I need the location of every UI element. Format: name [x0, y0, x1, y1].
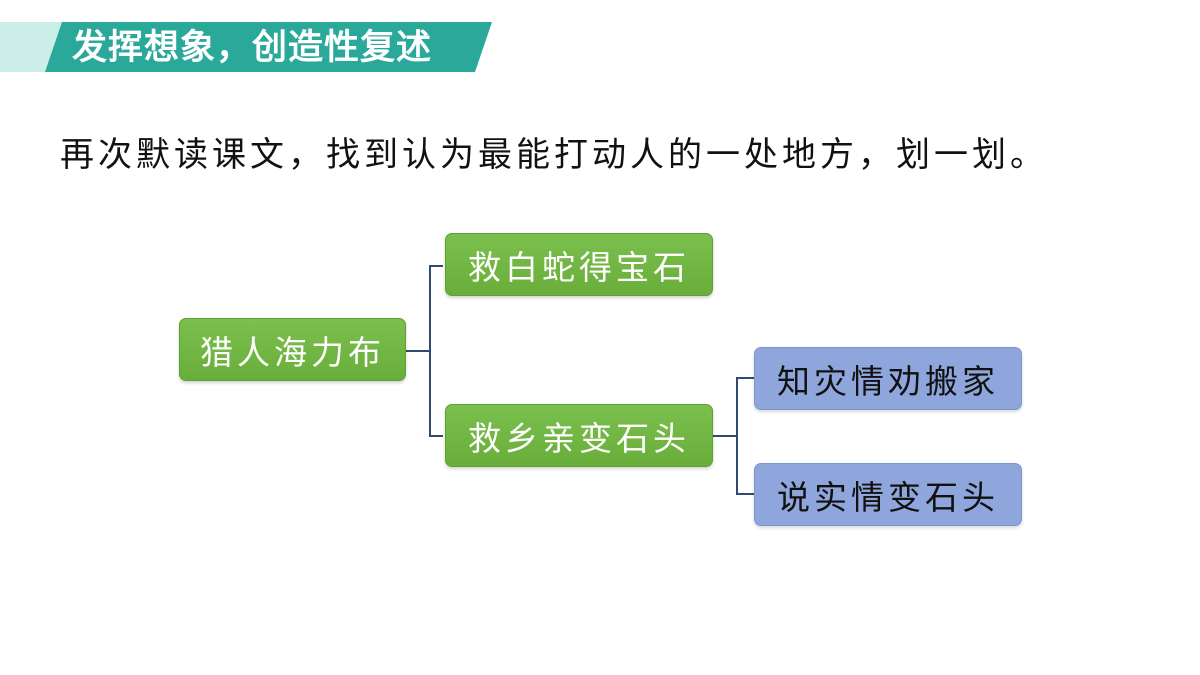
title-banner-shape: [0, 22, 492, 72]
root-bracket: [429, 265, 443, 437]
branch-bracket: [736, 377, 754, 495]
node-sub-1: 知灾情劝搬家: [754, 347, 1022, 410]
page-title: 发挥想象，创造性复述: [72, 28, 433, 68]
node-branch-2: 救乡亲变石头: [445, 404, 713, 467]
node-sub-2: 说实情变石头: [754, 463, 1022, 526]
instruction-text: 再次默读课文，找到认为最能打动人的一处地方，划一划。: [60, 135, 1048, 175]
node-root: 猎人海力布: [179, 318, 406, 381]
node-branch-1: 救白蛇得宝石: [445, 233, 713, 296]
section-title-banner: 发挥想象，创造性复述: [0, 22, 500, 72]
